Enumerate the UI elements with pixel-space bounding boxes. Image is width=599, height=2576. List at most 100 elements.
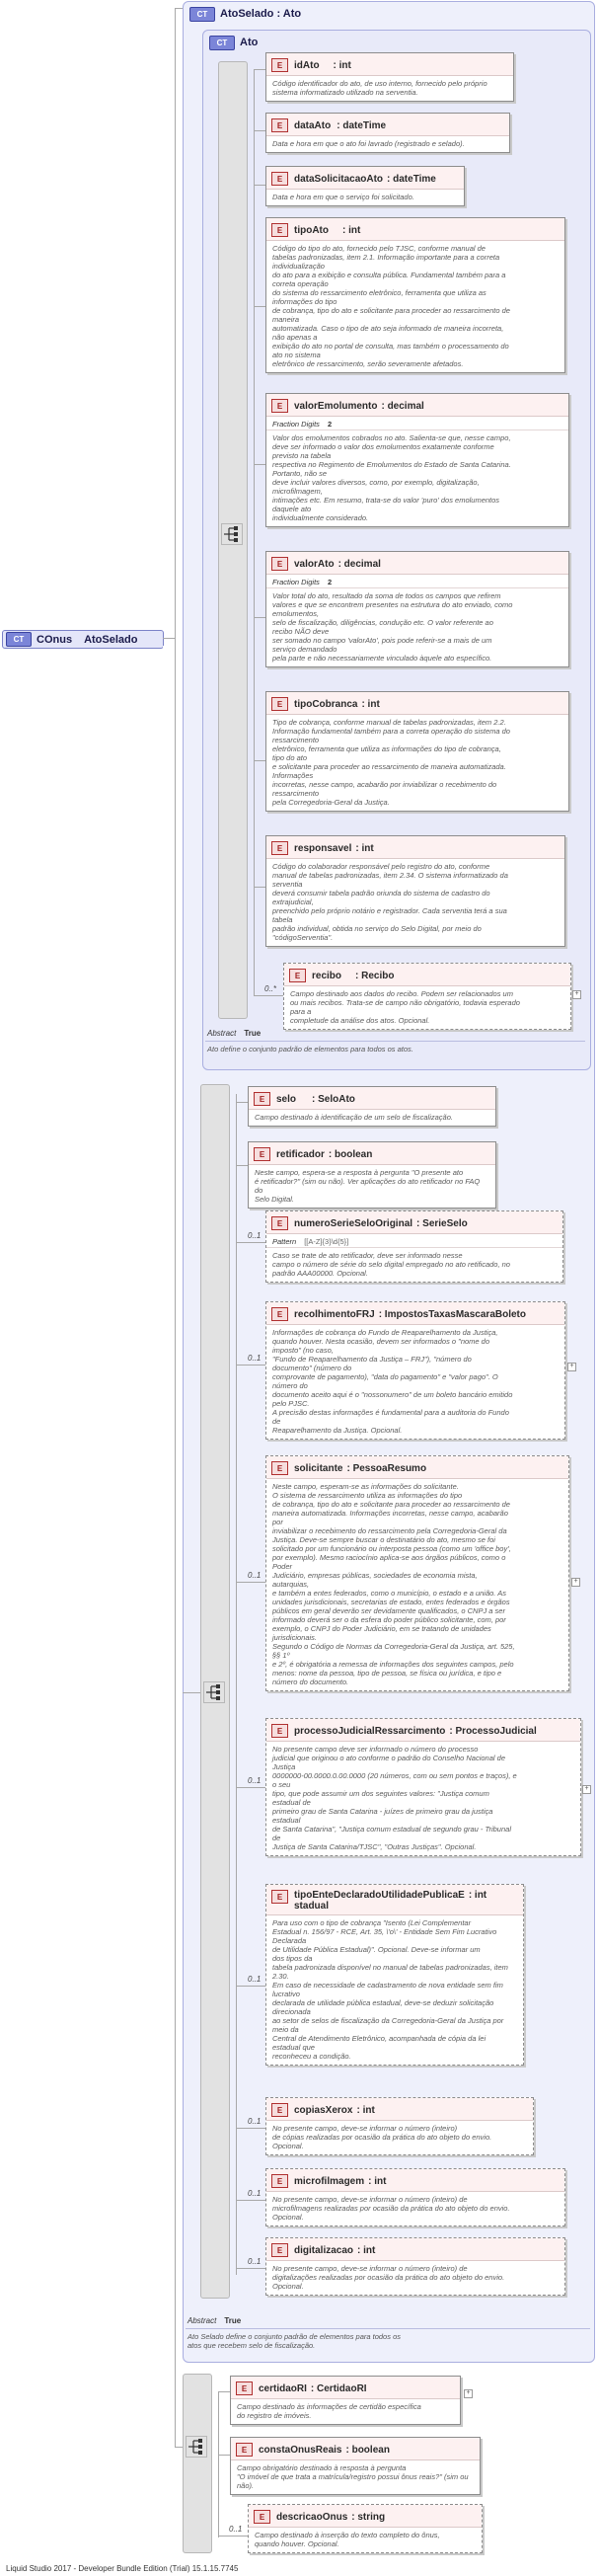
expand-icon[interactable]: + xyxy=(571,1578,580,1587)
element-type: : int xyxy=(468,1890,487,1901)
element-type: : Recibo xyxy=(355,970,395,981)
facet-key: Pattern xyxy=(272,1237,297,1246)
branch-connector xyxy=(236,1165,248,1166)
element-type: : boolean xyxy=(328,1148,373,1160)
element-icon: E xyxy=(236,2381,253,2395)
element-icon: E xyxy=(271,223,288,237)
element-type: : decimal xyxy=(337,558,381,570)
root-connector-to-onus xyxy=(163,646,164,2443)
element-icon: E xyxy=(254,2510,270,2524)
facet-value: [[A-Z]{3}\d{5}] xyxy=(304,1237,349,1246)
branch-connector xyxy=(236,1102,248,1103)
sequence-icon[interactable] xyxy=(203,1681,225,1703)
branch-connector xyxy=(236,1242,265,1243)
expand-icon[interactable]: + xyxy=(572,990,581,999)
branch-connector xyxy=(236,2200,265,2201)
cardinality-label: 0..1 xyxy=(248,2189,262,2198)
element-icon: E xyxy=(271,697,288,711)
element-icon: E xyxy=(254,1147,270,1161)
selado-to-ato-connector xyxy=(183,1692,200,1693)
branch-connector xyxy=(254,617,265,618)
branch-connector xyxy=(236,1582,265,1583)
onus-sequence-link xyxy=(175,2447,183,2448)
element-description: Neste campo, esperam-se as informações d… xyxy=(272,1482,515,1686)
element-name-continued: stadual xyxy=(294,1901,330,1912)
element-name: dataAto xyxy=(294,119,332,131)
element-type: : int xyxy=(357,2244,376,2256)
element-icon: E xyxy=(254,1092,270,1106)
element-icon: E xyxy=(271,557,288,571)
ato-selado-header[interactable]: CT AtoSelado : Ato xyxy=(189,6,301,22)
cardinality-label: 0..1 xyxy=(248,1776,262,1785)
element-icon: E xyxy=(236,2443,253,2457)
cardinality-label: 0..1 xyxy=(248,2117,262,2126)
element-description: No presente campo, deve-se informar o nú… xyxy=(272,2195,510,2222)
cardinality-label: 0..1 xyxy=(248,1231,262,1240)
branch-connector xyxy=(254,185,265,186)
element-type: : int xyxy=(361,698,380,710)
ato-title: Ato xyxy=(240,37,259,48)
root-connector-to-selado xyxy=(175,8,183,9)
branch-connector xyxy=(218,2455,230,2456)
onus-sequence-bar xyxy=(183,2374,212,2553)
element-name: solicitante xyxy=(294,1462,343,1474)
element-icon: E xyxy=(271,58,288,72)
element-icon: E xyxy=(271,1890,288,1904)
branch-connector xyxy=(236,2128,265,2129)
element-description: Campo obrigatório destinado à resposta à… xyxy=(237,2463,469,2490)
element-name: dataSolicitacaoAto xyxy=(294,173,384,185)
expand-icon[interactable]: + xyxy=(567,1363,576,1371)
element-type: : ProcessoJudicial xyxy=(449,1725,537,1737)
root-node[interactable]: CT COnus AtoSelado xyxy=(2,630,164,649)
ato-header[interactable]: CT Ato xyxy=(209,35,258,50)
expand-icon[interactable]: + xyxy=(582,1785,591,1794)
sequence-icon[interactable] xyxy=(186,2436,207,2458)
element-name: tipoCobranca xyxy=(294,698,358,710)
element-type: : SerieSelo xyxy=(416,1217,468,1229)
expand-icon[interactable]: + xyxy=(464,2389,473,2398)
element-description: Tipo de cobrança, conforme manual de tab… xyxy=(272,718,510,807)
complex-type-icon: CT xyxy=(209,35,235,50)
cardinality-label: 0..1 xyxy=(248,1975,262,1984)
onus-vertical-connector xyxy=(218,2391,219,2537)
element-description: Para uso com o tipo de cobrança "Isento … xyxy=(272,1918,508,2061)
element-description: Data e hora em que o serviço foi solicit… xyxy=(272,193,414,201)
sequence-icon[interactable] xyxy=(221,523,243,545)
